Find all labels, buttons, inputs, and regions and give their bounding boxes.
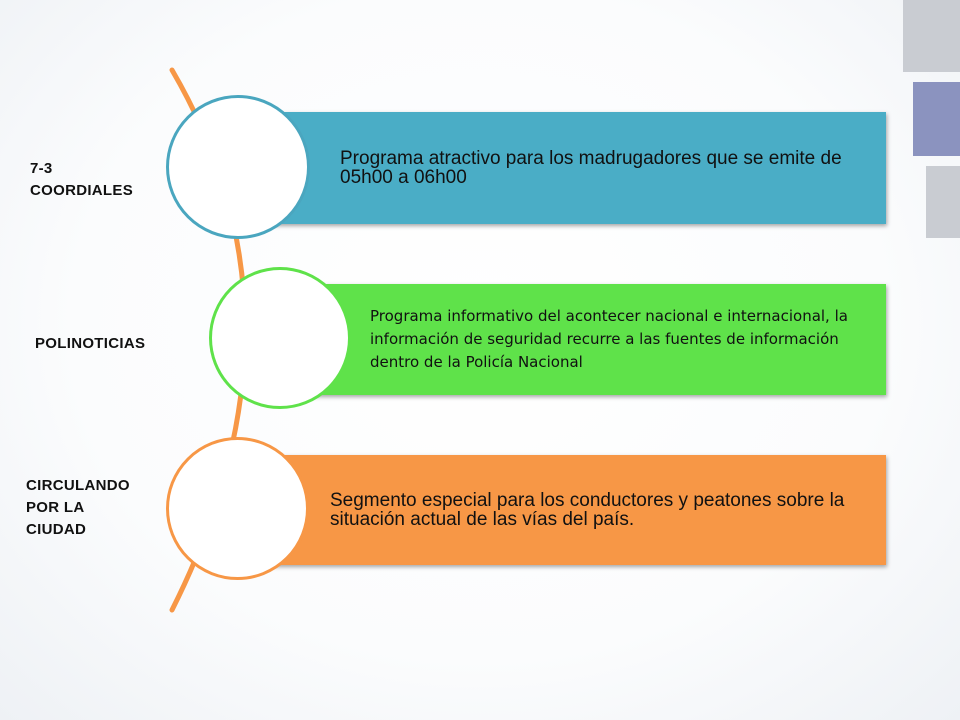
corner-decoration-middle <box>913 82 960 156</box>
description-text-3: Segmento especial para los conductores y… <box>330 490 845 530</box>
node-circle-3 <box>166 437 309 580</box>
node-circle-2 <box>209 267 351 409</box>
program-label-1: 7-3 COORDIALES <box>30 160 134 199</box>
program-label-2: POLINOTICIAS <box>35 335 146 352</box>
corner-decoration-bottom <box>926 166 960 238</box>
description-text-2: Programa informativo del acontecer nacio… <box>370 307 848 371</box>
program-label-3: CIRCULANDO POR LA CIUDAD <box>26 477 130 538</box>
corner-decoration-top <box>903 0 960 72</box>
description-bar-1: Programa atractivo para los madrugadores… <box>236 112 886 224</box>
description-bar-2: Programa informativo del acontecer nacio… <box>274 284 886 395</box>
description-text-1: Programa atractivo para los madrugadores… <box>340 148 842 188</box>
node-circle-1 <box>166 95 310 239</box>
description-bar-3: Segmento especial para los conductores y… <box>236 455 886 565</box>
